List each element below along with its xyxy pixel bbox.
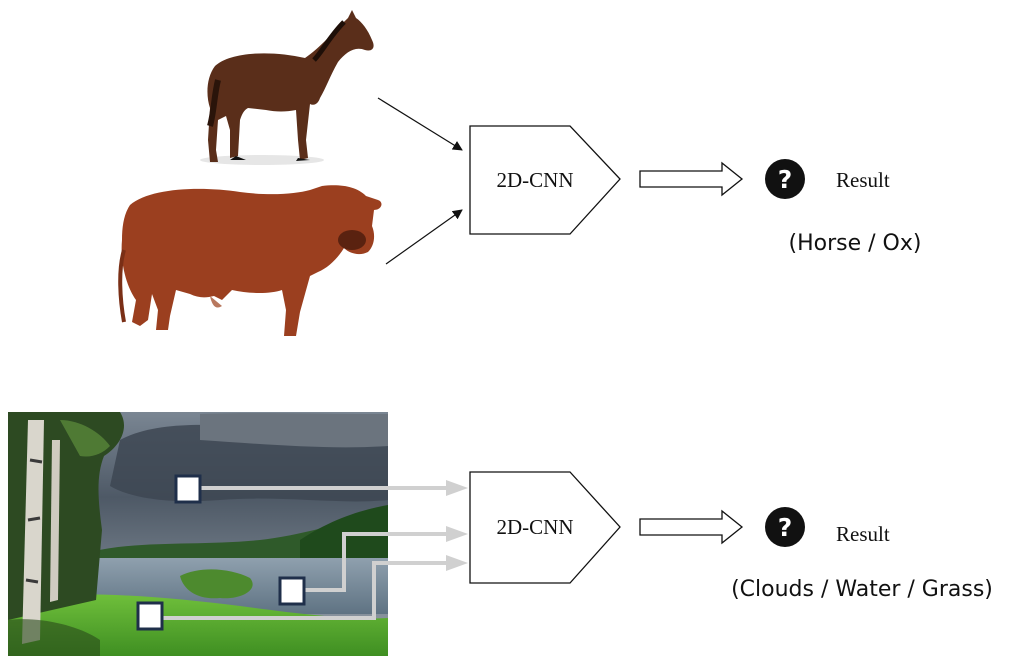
water-patch-arrow xyxy=(304,532,448,592)
horse-image xyxy=(200,10,374,165)
svg-text:?: ? xyxy=(778,165,793,194)
result-label-bottom: Result xyxy=(836,522,890,546)
hollow-arrow-bottom xyxy=(639,509,744,545)
svg-text:?: ? xyxy=(778,513,793,542)
ox-image xyxy=(118,185,382,336)
clouds-patch xyxy=(174,474,202,504)
ox-to-cnn-arrow xyxy=(385,209,463,265)
cnn-label-top: 2D-CNN xyxy=(497,168,574,192)
question-circle-icon: ? xyxy=(765,507,805,547)
cnn-label-bottom: 2D-CNN xyxy=(497,515,574,539)
hollow-arrow-top xyxy=(639,161,744,197)
patch-arrowheads xyxy=(446,480,468,571)
grass-patch-arrow xyxy=(162,561,448,620)
patch-arrows xyxy=(162,486,448,620)
water-patch xyxy=(278,576,306,606)
cnn-block-top: 2D-CNN xyxy=(469,125,621,235)
classes-label-bottom: (Clouds / Water / Grass) xyxy=(731,577,993,602)
question-circle-icon: ? xyxy=(765,159,805,199)
grass-patch xyxy=(136,601,164,631)
horse-to-cnn-arrow xyxy=(377,97,463,151)
result-label-top: Result xyxy=(836,168,890,192)
cnn-block-bottom: 2D-CNN xyxy=(469,471,621,584)
classes-label-top: (Horse / Ox) xyxy=(789,231,922,256)
